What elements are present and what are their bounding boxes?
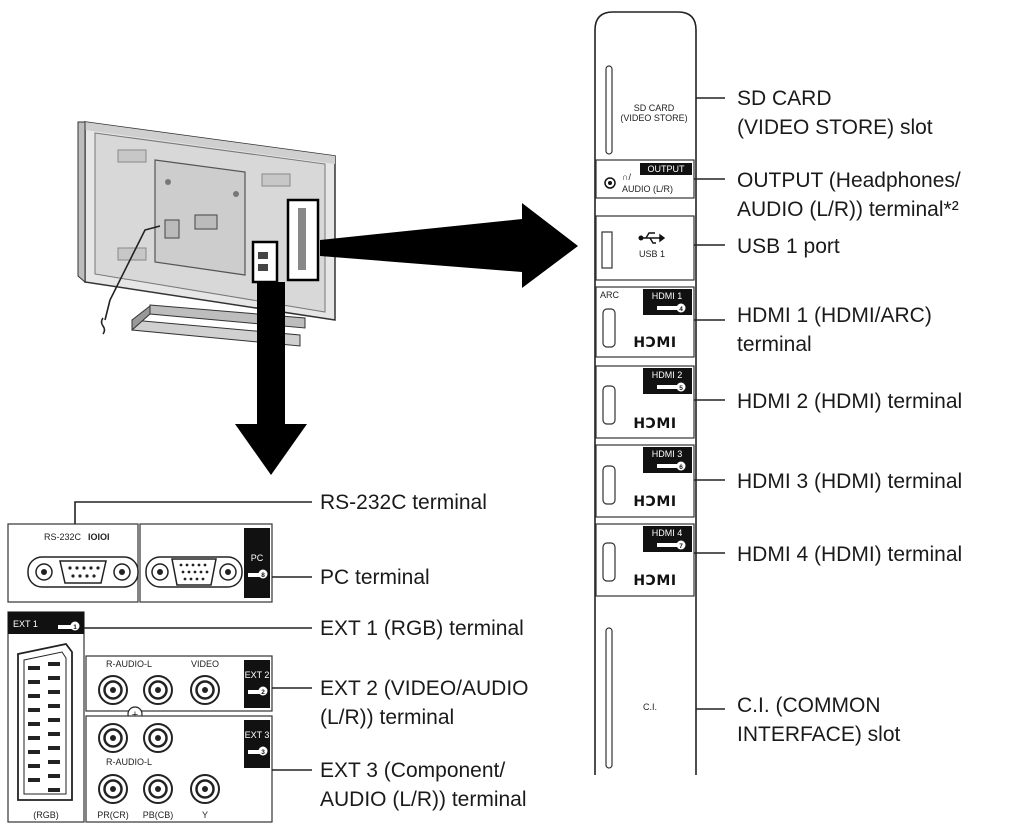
ext2-video-jack[interactable] <box>190 675 220 705</box>
ext3-pb-jack[interactable] <box>143 774 173 804</box>
arrow-right-to-side-strip <box>320 203 578 288</box>
sd-card-sublabel: (VIDEO STORE) <box>620 113 687 123</box>
ext3-tag: EXT 3 <box>245 730 270 740</box>
pc-port[interactable] <box>145 556 243 588</box>
callout-ext1: EXT 1 (RGB) terminal <box>320 617 524 640</box>
hdmi-3-number: 6 <box>679 464 683 471</box>
callout-ext3-line1: EXT 3 (Component/ <box>320 759 505 782</box>
hdmi-4-logo-icon: HƆMI <box>633 573 676 589</box>
callout-sd-card-line1: SD CARD <box>737 87 832 110</box>
sd-card-label: SD CARD <box>634 103 675 113</box>
callout-ext3-line2: AUDIO (L/R)) terminal <box>320 788 527 811</box>
pb-label: PB(CB) <box>143 810 174 820</box>
arc-label: ARC <box>600 290 620 300</box>
hdmi-2-number: 5 <box>679 385 683 392</box>
callout-hdmi1-line2: terminal <box>737 333 812 356</box>
callout-usb: USB 1 port <box>737 235 840 258</box>
headphone-symbol: ∩/ <box>622 172 631 182</box>
usb-port[interactable] <box>601 231 613 269</box>
ci-label: C.I. <box>643 702 657 712</box>
callout-output-line1: OUTPUT (Headphones/ <box>737 169 961 192</box>
pr-label: PR(CR) <box>97 810 129 820</box>
callout-rs232c: RS-232C terminal <box>320 491 487 514</box>
sd-card-slot[interactable] <box>605 65 613 155</box>
ext1-number: 1 <box>73 624 77 631</box>
hdmi-1-number: 4 <box>679 306 683 313</box>
rgb-label: (RGB) <box>33 810 59 820</box>
side-terminal-strip: SD CARD (VIDEO STORE) OUTPUT ∩/ AUDIO (L… <box>594 11 697 775</box>
hdmi-3-logo-icon: HƆMI <box>633 494 676 510</box>
ext3-audio-r-jack[interactable] <box>98 723 128 753</box>
rs232c-port[interactable] <box>27 556 139 588</box>
callout-hdmi4: HDMI 4 (HDMI) terminal <box>737 543 962 566</box>
hdmi-2-tag: HDMI 2 <box>652 370 683 380</box>
r-audio-l-bottom-label: R-AUDIO-L <box>106 757 152 767</box>
rear-terminal-panel: RS-232C IOIOI PC 8 <box>7 523 273 823</box>
hdmi-1-logo-icon: HƆMI <box>633 335 676 351</box>
callout-hdmi2: HDMI 2 (HDMI) terminal <box>737 390 962 413</box>
ext2-audio-r-jack[interactable] <box>98 675 128 705</box>
hdmi-2-port[interactable] <box>602 385 616 425</box>
pc-number: 8 <box>261 572 265 579</box>
scart-port[interactable] <box>17 643 73 801</box>
hdmi-3-port[interactable] <box>602 465 616 505</box>
callout-pc: PC terminal <box>320 566 430 589</box>
hdmi-3-tag: HDMI 3 <box>652 449 683 459</box>
hdmi-2-logo-icon: HƆMI <box>633 416 676 432</box>
r-audio-l-top-label: R-AUDIO-L <box>106 659 152 669</box>
callout-ext2-line1: EXT 2 (VIDEO/AUDIO <box>320 677 529 700</box>
hdmi-1-tag: HDMI 1 <box>652 291 683 301</box>
hdmi-4-port[interactable] <box>602 542 616 582</box>
hdmi-4-tag: HDMI 4 <box>652 528 683 538</box>
callout-hdmi1-line1: HDMI 1 (HDMI/ARC) <box>737 304 932 327</box>
ground-plus-symbol: + <box>132 709 138 721</box>
rs232c-symbol: IOIOI <box>88 532 110 542</box>
ext3-audio-l-jack[interactable] <box>143 723 173 753</box>
audio-lr-label: AUDIO (L/R) <box>622 184 673 194</box>
video-label: VIDEO <box>191 659 219 669</box>
ext2-number: 2 <box>261 689 265 696</box>
ext3-y-jack[interactable] <box>190 774 220 804</box>
ext3-pr-jack[interactable] <box>98 774 128 804</box>
rs232c-label: RS-232C <box>44 532 82 542</box>
callout-output-line2: AUDIO (L/R)) terminal*² <box>737 198 959 221</box>
callout-ci-line1: C.I. (COMMON <box>737 694 880 717</box>
callouts: SD CARD (VIDEO STORE) slot OUTPUT (Headp… <box>320 87 962 811</box>
callout-ext2-line2: (L/R)) terminal <box>320 706 454 729</box>
hdmi-1-port[interactable] <box>602 308 616 348</box>
ci-slot[interactable] <box>605 627 613 769</box>
ext3-number: 3 <box>261 749 265 756</box>
callout-ci-line2: INTERFACE) slot <box>737 723 901 746</box>
hdmi-4-number: 7 <box>679 543 683 550</box>
leader-lines <box>74 97 725 771</box>
usb-icon <box>638 232 666 244</box>
ext2-tag: EXT 2 <box>245 670 270 680</box>
usb-label: USB 1 <box>639 249 665 259</box>
tv-rear-illustration <box>77 121 336 347</box>
callout-sd-card-line2: (VIDEO STORE) slot <box>737 116 933 139</box>
ext2-audio-l-jack[interactable] <box>143 675 173 705</box>
ext1-tag: EXT 1 <box>13 619 38 629</box>
y-label: Y <box>202 810 208 820</box>
callout-hdmi3: HDMI 3 (HDMI) terminal <box>737 470 962 493</box>
arrow-down-to-rear-panel <box>235 282 307 475</box>
pc-tag: PC <box>251 553 264 563</box>
output-tag: OUTPUT <box>648 164 686 174</box>
